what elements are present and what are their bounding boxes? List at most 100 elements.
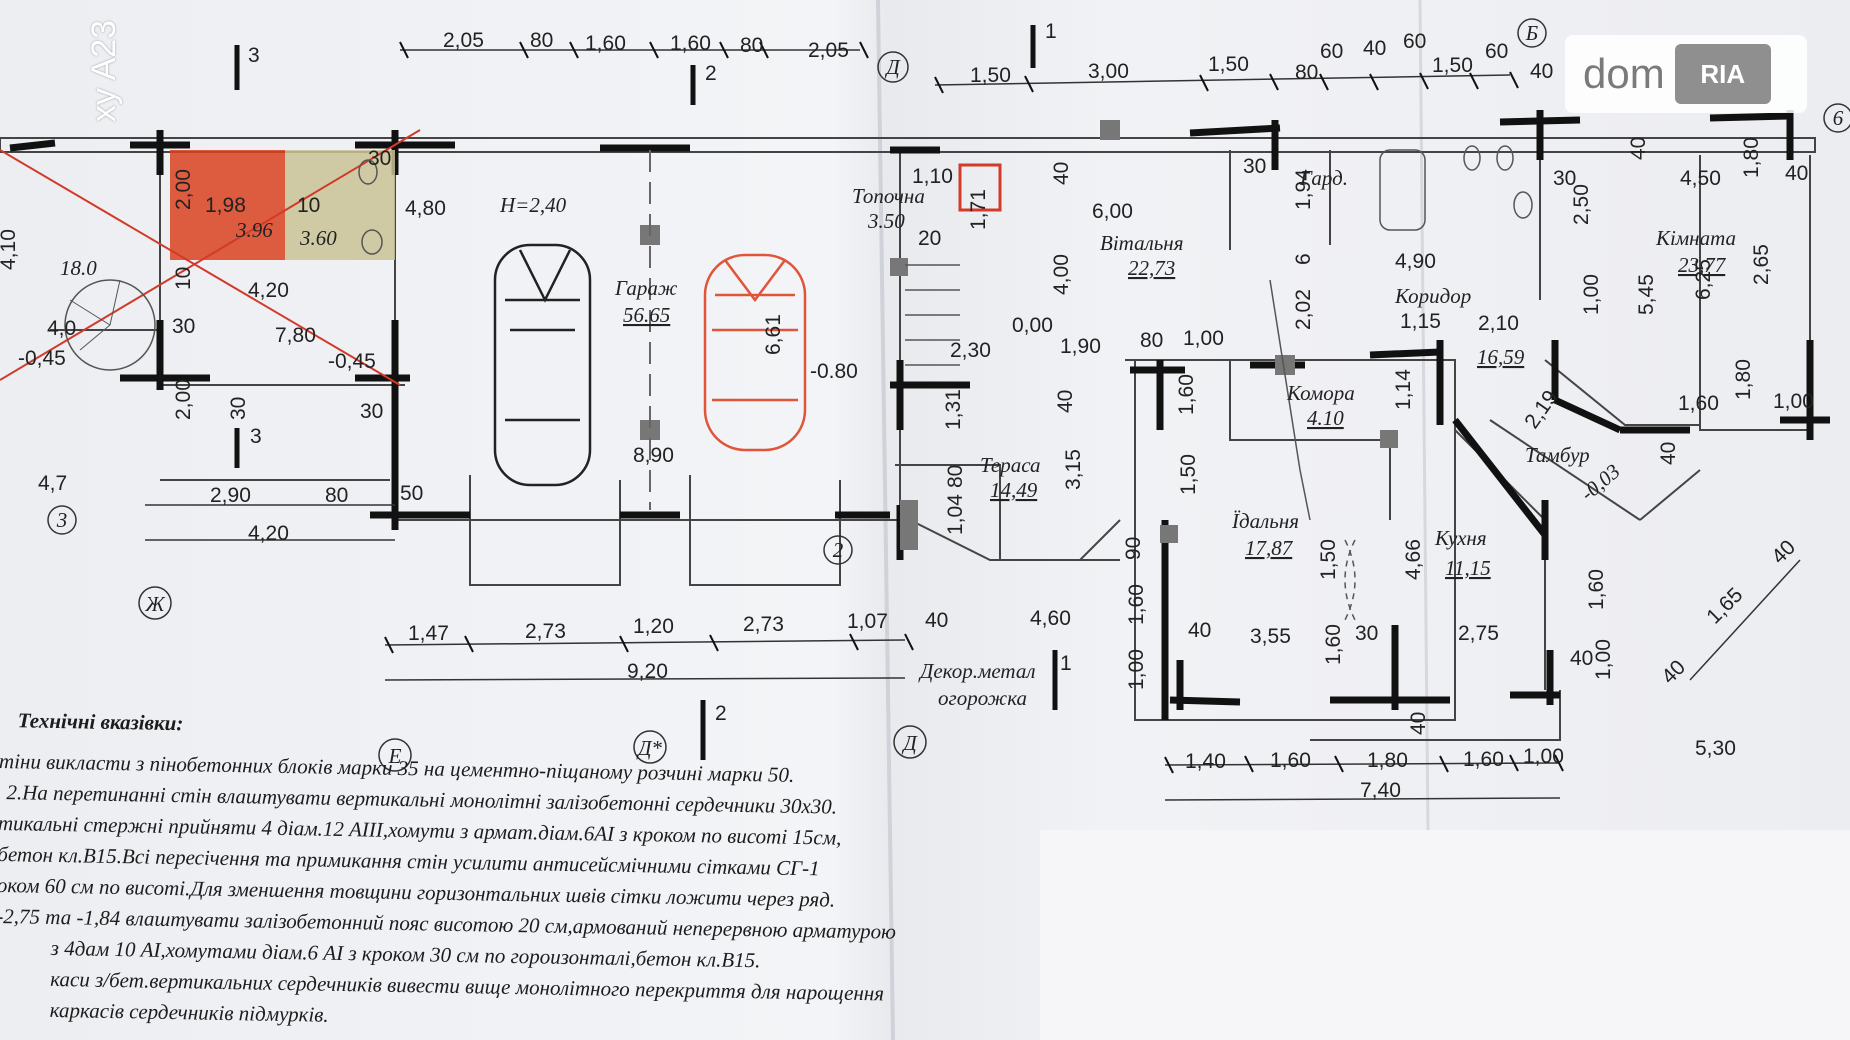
garage-height: H=2,40 — [499, 193, 567, 217]
dim-r7: 5,45 — [1635, 274, 1658, 315]
demolition-marks — [0, 129, 421, 386]
axis-e: Е — [388, 744, 402, 768]
garage-name: Гараж — [614, 276, 678, 300]
kitchen-area: 11,15 — [1445, 556, 1491, 580]
dim-i10: 6 — [1292, 253, 1315, 265]
notes-lines: тіни викласти з пінобетонних блоків марк… — [0, 746, 1049, 1040]
dim-f7: 7,40 — [1360, 779, 1401, 802]
axis-zh: Ж — [144, 592, 165, 616]
dim-i27: 1,50 — [1317, 539, 1340, 580]
section-3b: 3 — [250, 425, 262, 448]
dim-g8: 4,0 — [47, 317, 76, 340]
dim-r14: 40 — [1657, 442, 1680, 465]
dim-f2: 1,60 — [1270, 749, 1311, 772]
dim-g3: 10 — [297, 194, 320, 217]
dim-r11: 1,60 — [1678, 392, 1719, 415]
dim-i3: 20 — [918, 227, 941, 250]
room-area-1: 3.96 — [235, 218, 273, 242]
dim-g6: 7,80 — [275, 324, 316, 347]
dim-g16: 50 — [400, 482, 423, 505]
dim-r9: 2,65 — [1750, 244, 1773, 285]
car-black — [493, 243, 592, 487]
dim-r8: 6,25 — [1692, 259, 1715, 300]
axis-2: 2 — [833, 538, 844, 562]
dim-b1: 1,47 — [408, 622, 449, 645]
section-2b: 2 — [715, 702, 727, 725]
dim-i22: 80 — [944, 465, 967, 488]
dim-b5: 1,07 — [847, 610, 888, 633]
dim-i40: 40 — [1570, 647, 1593, 670]
dim-g21: 30 — [368, 147, 391, 170]
dim-f3: 1,80 — [1367, 749, 1408, 772]
dim-i20: 40 — [1054, 390, 1077, 413]
watermark-brand: dom — [1583, 50, 1665, 97]
dim-r4: 40 — [1785, 162, 1808, 185]
garage-area: 56.65 — [623, 303, 670, 327]
dim-i31: 3,55 — [1250, 625, 1291, 648]
level-1: -0,45 — [18, 347, 66, 370]
level-2: -0,45 — [328, 350, 376, 373]
dim-t12: 40 — [1363, 37, 1386, 60]
section-2a: 2 — [705, 62, 717, 85]
dim-r6: 2,50 — [1570, 184, 1593, 225]
dim-i7: 30 — [1243, 155, 1266, 178]
dim-t5: 80 — [740, 34, 763, 57]
boiler-area: 3.50 — [867, 209, 905, 233]
pantry-area: 4.10 — [1307, 406, 1344, 430]
dim-r16: 40 — [1657, 656, 1690, 689]
dim-g4: 10 — [172, 267, 195, 290]
dim-t14: 1,50 — [1432, 54, 1473, 77]
dim-t11: 60 — [1320, 40, 1343, 63]
section-3a: 3 — [248, 44, 260, 67]
dim-r3: 1,80 — [1740, 137, 1763, 178]
blank-paper-area — [1040, 830, 1850, 1040]
dim-i1: 1,10 — [912, 165, 953, 188]
dim-i32: 1,60 — [1322, 624, 1345, 665]
dim-t4: 1,60 — [670, 32, 711, 55]
dim-f4: 1,60 — [1463, 748, 1504, 771]
dim-i8: 1,94 — [1292, 169, 1315, 210]
living-name: Вітальня — [1100, 231, 1183, 255]
dim-t6: 2,05 — [808, 39, 849, 62]
section-1b: 1 — [1060, 652, 1072, 675]
dining-name: Їдальня — [1231, 509, 1299, 533]
dim-t1: 2,05 — [443, 29, 484, 52]
dim-i14: 2,30 — [950, 339, 991, 362]
dim-g12: 4,7 — [38, 472, 67, 495]
dim-g1: 1,98 — [205, 194, 246, 217]
dim-r13: 1,00 — [1773, 390, 1814, 413]
stair-area: 18.0 — [60, 256, 97, 280]
dim-i39: 1,00 — [1592, 639, 1615, 680]
dim-b3: 1,20 — [633, 615, 674, 638]
dim-i15: 1,90 — [1060, 335, 1101, 358]
room-area-2: 3.60 — [299, 226, 337, 250]
dim-i9: 4,90 — [1395, 250, 1436, 273]
dim-i35: 1,00 — [1125, 649, 1148, 690]
vestibule-name: Тамбур — [1525, 443, 1590, 467]
fence-label-2: огорожка — [938, 686, 1027, 710]
level-4: 0,00 — [1012, 314, 1053, 337]
dim-t10: 80 — [1295, 61, 1318, 84]
dim-i16: 80 — [1140, 329, 1163, 352]
kitchen-name: Кухня — [1434, 526, 1487, 550]
corridor-name: Коридор — [1394, 284, 1471, 308]
dim-i26: 90 — [1122, 537, 1145, 560]
dim-t15: 60 — [1485, 40, 1508, 63]
dim-r2: 4,50 — [1680, 167, 1721, 190]
dim-g18: 6,61 — [762, 314, 785, 355]
dim-t16: 40 — [1530, 60, 1553, 83]
dim-i23: 1,04 — [944, 494, 967, 535]
axis-d: Д — [901, 731, 918, 755]
level-3: -0.80 — [810, 360, 858, 383]
dim-i34: 2,75 — [1458, 622, 1499, 645]
dim-i5: 40 — [1050, 162, 1073, 185]
axis-3: 3 — [56, 508, 68, 532]
dim-i13: 2,10 — [1478, 312, 1519, 335]
dim-i18: 1,60 — [1175, 374, 1198, 415]
axis-b: Б — [1525, 21, 1538, 45]
fence-label-1: Декор.метал — [918, 659, 1035, 683]
dim-i19: 1,31 — [942, 389, 965, 430]
wardrobe-label: Гард. — [1299, 166, 1348, 190]
dim-f1: 1,40 — [1185, 750, 1226, 773]
